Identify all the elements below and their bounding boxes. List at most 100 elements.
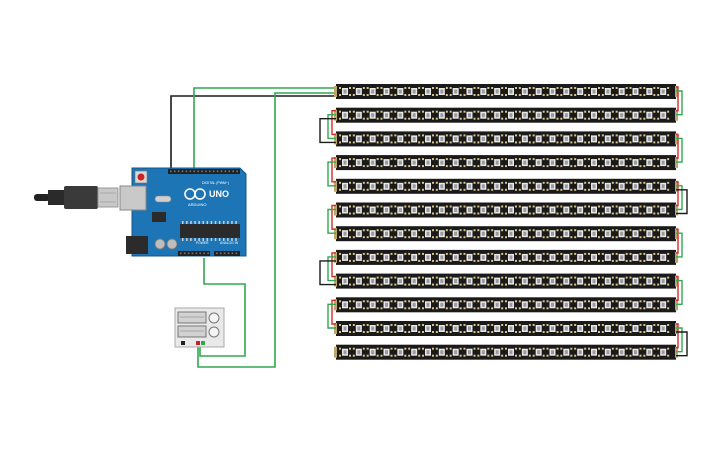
strip-link-wire[interactable]: [676, 90, 683, 116]
strip-link-wire[interactable]: [327, 303, 336, 329]
led-pixel: [560, 276, 573, 286]
strip-link-wire[interactable]: [676, 137, 683, 163]
strip-link-wire[interactable]: [319, 260, 336, 286]
led-strip-6[interactable]: [334, 202, 678, 218]
strip-link-wire[interactable]: [676, 133, 679, 159]
led-pixel: [657, 205, 670, 215]
strip-link-wire[interactable]: [676, 331, 688, 357]
led-pixel: [366, 158, 379, 168]
wire-data[interactable]: [193, 87, 336, 172]
led-pixel: [657, 300, 670, 310]
led-pixel: [615, 87, 628, 96]
led-strip-11[interactable]: [334, 321, 678, 336]
strip-input-pads[interactable]: [334, 346, 337, 358]
strip-link-wire[interactable]: [676, 275, 679, 301]
strip-link-wire[interactable]: [676, 189, 688, 215]
led-strip-4[interactable]: [334, 155, 678, 171]
led-pixel: [366, 347, 379, 357]
led-pixel: [352, 347, 365, 357]
led-pixel: [518, 229, 531, 239]
led-pixel: [408, 158, 421, 168]
led-pixel: [339, 110, 351, 120]
led-pixel: [560, 252, 573, 262]
power-header[interactable]: [178, 251, 210, 256]
led-pixel: [491, 110, 504, 120]
led-strip-12[interactable]: [334, 344, 678, 360]
usb-cable[interactable]: [34, 186, 119, 209]
strip-link-wire[interactable]: [676, 279, 683, 305]
led-pixel: [643, 87, 656, 96]
wire-arduino-to-supply[interactable]: [199, 258, 246, 357]
led-pixel: [560, 181, 573, 191]
strip-link-wire[interactable]: [327, 208, 336, 234]
led-strip-3[interactable]: [334, 131, 678, 147]
led-pixel: [477, 134, 490, 144]
strip-link-wire[interactable]: [331, 204, 336, 230]
led-pixel: [408, 324, 421, 333]
led-pixel: [574, 300, 587, 310]
strip-link-wire[interactable]: [676, 86, 679, 112]
strip-link-wire[interactable]: [327, 256, 336, 282]
wire-supply-to-strips[interactable]: [197, 92, 336, 368]
strip-link-wire[interactable]: [331, 157, 336, 183]
led-strip-8[interactable]: [334, 249, 678, 265]
led-pixel: [463, 300, 476, 310]
led-strip-1[interactable]: [334, 84, 678, 99]
led-pixel: [518, 300, 531, 310]
led-pixel: [518, 87, 531, 96]
led-pixel: [380, 134, 393, 144]
led-pixel: [394, 134, 407, 144]
supply-terminal-black[interactable]: [181, 341, 185, 345]
voltage-knob[interactable]: [208, 312, 220, 324]
arduino-uno-board[interactable]: ARDUINO UNO DIGITAL (PWM~) POWER ANALOG …: [119, 167, 247, 257]
wire-ground[interactable]: [170, 95, 336, 173]
led-strip-7[interactable]: [334, 226, 678, 242]
led-strip-10[interactable]: [334, 297, 678, 313]
led-pixel: [394, 276, 407, 286]
led-pixel: [352, 205, 365, 215]
supply-terminal-green[interactable]: [201, 341, 205, 345]
led-pixel: [532, 347, 545, 357]
strip-input-pads[interactable]: [334, 86, 337, 97]
strip-link-wire[interactable]: [676, 185, 683, 211]
strip-link-wire[interactable]: [331, 299, 336, 325]
led-pixel: [574, 205, 587, 215]
led-pixel: [532, 110, 545, 120]
strip-link-wire[interactable]: [319, 118, 336, 144]
strip-link-wire[interactable]: [676, 327, 683, 353]
usb-chip: [152, 212, 166, 222]
led-pixel: [629, 324, 642, 333]
led-pixel: [588, 276, 600, 286]
led-pixel: [615, 110, 628, 120]
led-strip-2[interactable]: [334, 107, 678, 123]
power-supply[interactable]: [174, 307, 225, 348]
strip-link-wire[interactable]: [676, 181, 679, 207]
led-pixel: [435, 181, 448, 191]
led-pixel: [339, 205, 351, 215]
led-pixel: [339, 276, 351, 286]
led-pixel: [408, 87, 421, 96]
analog-header[interactable]: [214, 251, 240, 256]
led-pixel: [449, 252, 462, 262]
led-strip-9[interactable]: [334, 273, 678, 289]
current-knob[interactable]: [208, 326, 220, 338]
led-pixel: [491, 324, 504, 333]
strip-link-wire[interactable]: [676, 232, 683, 258]
led-pixel: [505, 87, 517, 96]
strip-link-wire[interactable]: [331, 252, 336, 278]
led-pixel: [394, 300, 407, 310]
digital-header[interactable]: [168, 169, 240, 174]
led-pixel: [574, 229, 587, 239]
supply-terminal-red[interactable]: [196, 341, 200, 345]
led-strip-5[interactable]: [334, 178, 678, 194]
strip-link-wire[interactable]: [327, 114, 336, 140]
strip-link-wire[interactable]: [676, 323, 679, 349]
led-pixel: [463, 158, 476, 168]
led-pixel: [422, 252, 434, 262]
led-pixel: [601, 134, 614, 144]
strip-link-wire[interactable]: [331, 110, 336, 136]
strip-link-wire[interactable]: [676, 228, 679, 254]
led-pixel: [449, 229, 462, 239]
strip-link-wire[interactable]: [327, 161, 336, 187]
led-pixel: [422, 87, 434, 96]
